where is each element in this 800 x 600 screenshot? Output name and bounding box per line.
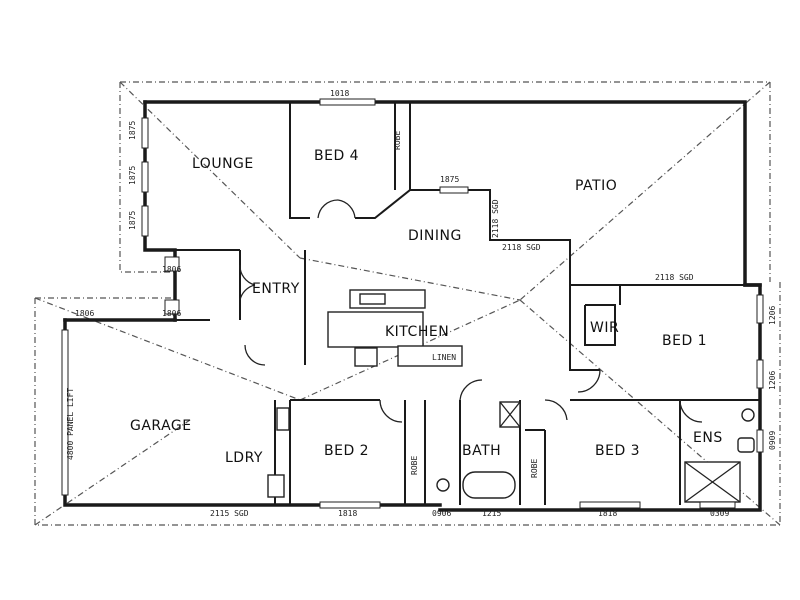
- room-label-dining: DINING: [408, 228, 462, 244]
- room-label-wir: WIR: [590, 320, 619, 336]
- dim-bed1-right-2: 1206: [768, 371, 777, 390]
- dim-entry-side-2: 1806: [162, 309, 181, 318]
- door-swings: [239, 199, 703, 423]
- room-label-robe-bed3: ROBE: [530, 459, 539, 478]
- room-label-robe-bed4: ROBE: [393, 131, 402, 150]
- dim-dining-door-side: 2118 SGD: [491, 199, 500, 238]
- dim-bed3-bottom: 1818: [598, 509, 617, 518]
- room-label-garage: GARAGE: [130, 418, 192, 434]
- room-label-patio: PATIO: [575, 178, 617, 194]
- room-label-kitchen: KITCHEN: [385, 324, 449, 340]
- room-label-lounge: LOUNGE: [192, 156, 254, 172]
- dim-bed2-bottom: 1818: [338, 509, 357, 518]
- dim-garage-top: 1806: [75, 309, 94, 318]
- dim-bath-bottom-1: 0906: [432, 509, 451, 518]
- dim-lounge-left-3: 1875: [128, 211, 137, 230]
- dim-lounge-left-1: 1875: [128, 121, 137, 140]
- room-label-bed2: BED 2: [324, 443, 369, 459]
- dim-garage-door: 4800 PANEL LIFT: [66, 388, 75, 460]
- room-label-bed1: BED 1: [662, 333, 707, 349]
- room-labels: LOUNGE BED 4 ROBE PATIO DINING ENTRY KIT…: [130, 131, 723, 478]
- room-label-bed4: BED 4: [314, 148, 359, 164]
- dim-lounge-left-2: 1875: [128, 166, 137, 185]
- room-label-ldry: LDRY: [225, 450, 263, 466]
- room-label-ens: ENS: [693, 430, 723, 446]
- dim-ens-bottom: 0309: [710, 509, 729, 518]
- room-label-robe-bed2: ROBE: [410, 456, 419, 475]
- dim-bed4-window: 1875: [440, 175, 459, 184]
- dim-entry-side-1: 1806: [162, 265, 181, 274]
- dim-bottom-sgd: 2115 SGD: [210, 509, 249, 518]
- dim-bed1-right-1: 1206: [768, 306, 777, 325]
- dim-bath-bottom-2: 1215: [482, 509, 501, 518]
- dim-ens-right: 0909: [768, 431, 777, 450]
- room-label-bed3: BED 3: [595, 443, 640, 459]
- interior-walls: [175, 102, 760, 505]
- room-label-bath: BATH: [462, 443, 501, 459]
- dim-dining-door-bottom: 2118 SGD: [502, 243, 541, 252]
- room-label-entry: ENTRY: [252, 281, 300, 297]
- room-label-linen: LINEN: [432, 353, 456, 362]
- dim-lounge-top: 1018: [330, 89, 349, 98]
- dimension-labels: 1018 1875 1875 1875 1875 2118 SGD 2118 S…: [66, 89, 777, 518]
- dim-patio-door: 2118 SGD: [655, 273, 694, 282]
- windows: [61, 98, 764, 509]
